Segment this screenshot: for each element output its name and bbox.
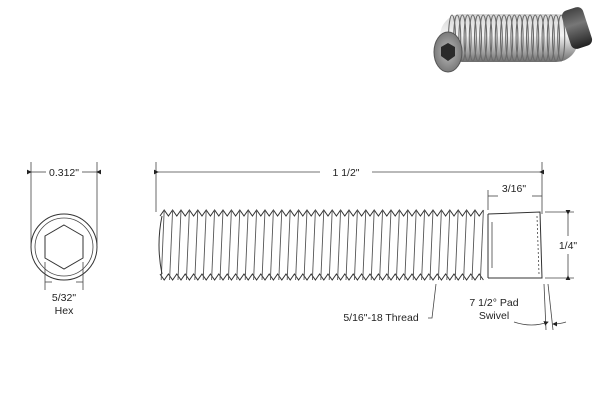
render-thread-ring: [458, 14, 467, 62]
thread-crest-line: [202, 209, 207, 281]
render-thread-ring: [505, 14, 514, 62]
thread-crest-line: [261, 209, 266, 281]
thread-crest-line: [362, 209, 367, 281]
thread-crest-line: [412, 209, 417, 281]
render-thread-ring: [536, 14, 545, 62]
thread-crest-line: [286, 209, 291, 281]
render-thread-ring: [551, 14, 561, 62]
thread-crest-line: [404, 209, 409, 281]
thread-crest-line: [471, 209, 476, 281]
render-thread-ring: [510, 14, 519, 62]
thread-crest-line: [454, 209, 459, 281]
thread-crest-line: [345, 209, 350, 281]
thread-crest-line: [244, 209, 249, 281]
thread-crest-line: [169, 209, 174, 281]
swivel-pad: [487, 211, 543, 279]
thread-crest-line: [328, 209, 333, 281]
thread-crest-line: [311, 209, 316, 281]
screw-3d-render-icon: [433, 7, 593, 73]
render-thread-ring: [525, 14, 535, 62]
render-thread-ring: [557, 14, 566, 62]
overall-length-label: 1 1/2": [332, 167, 359, 179]
render-thread-ring: [479, 14, 488, 62]
thread-crest-line: [211, 209, 216, 281]
thread-crest-line: [303, 209, 308, 281]
render-thread-ring: [473, 14, 483, 62]
hex-socket-icon: [44, 224, 84, 270]
thread-crest-line: [370, 209, 375, 281]
swivel-label: 7 1/2° Pad: [469, 297, 518, 309]
hex-size-label: 5/32": [52, 292, 76, 304]
thread-crest-line: [395, 209, 400, 281]
thread-crest-line: [253, 209, 258, 281]
thread-crest-line: [479, 209, 484, 281]
thread-crest-line: [278, 209, 283, 281]
thread-crest-line: [421, 209, 426, 281]
thread-crest-line: [295, 209, 300, 281]
render-thread-ring: [463, 14, 472, 62]
head-diameter-label: 0.312": [49, 167, 79, 179]
thread-crest-line: [429, 209, 434, 281]
thread-crest-line: [437, 209, 442, 281]
render-thread-ring: [541, 14, 550, 62]
thread-crest-line: [185, 209, 190, 281]
thread-crest-line: [379, 209, 384, 281]
thread-crest-line: [353, 209, 358, 281]
render-thread-ring: [468, 14, 477, 62]
thread-crest-line: [269, 209, 274, 281]
thread-crest-line: [177, 209, 182, 281]
render-thread-ring: [515, 14, 524, 62]
pad-diameter-label: 1/4": [559, 240, 578, 252]
render-thread-ring: [546, 14, 555, 62]
thread-crest-line: [463, 209, 468, 281]
thread-crest-line: [227, 209, 232, 281]
end-view: [27, 162, 101, 290]
thread-crest-line: [387, 209, 392, 281]
render-thread-ring: [494, 14, 503, 62]
thread-crest-line: [337, 209, 342, 281]
thread-crest-line: [320, 209, 325, 281]
render-thread-ring: [520, 14, 529, 62]
thread-end-chamfer: [158, 215, 163, 275]
thread-crest-line: [194, 209, 199, 281]
thread-spec-label: 5/16"-18 Thread: [343, 312, 418, 324]
thread-crest-line: [219, 209, 224, 281]
pad-length-label: 3/16": [502, 183, 526, 195]
side-view: [154, 162, 574, 331]
swivel-label-line2: Swivel: [479, 310, 509, 322]
thread-crest-line: [446, 209, 451, 281]
thread-top-edge: [159, 209, 484, 217]
thread-crest-line: [160, 209, 165, 281]
render-thread-ring: [499, 14, 509, 62]
thread-crest-line: [236, 209, 241, 281]
hex-size-label-hex: Hex: [55, 305, 74, 317]
render-thread-ring: [484, 14, 493, 62]
thread-bottom-edge: [159, 273, 484, 281]
render-thread-ring: [489, 14, 498, 62]
render-thread-ring: [531, 14, 540, 62]
